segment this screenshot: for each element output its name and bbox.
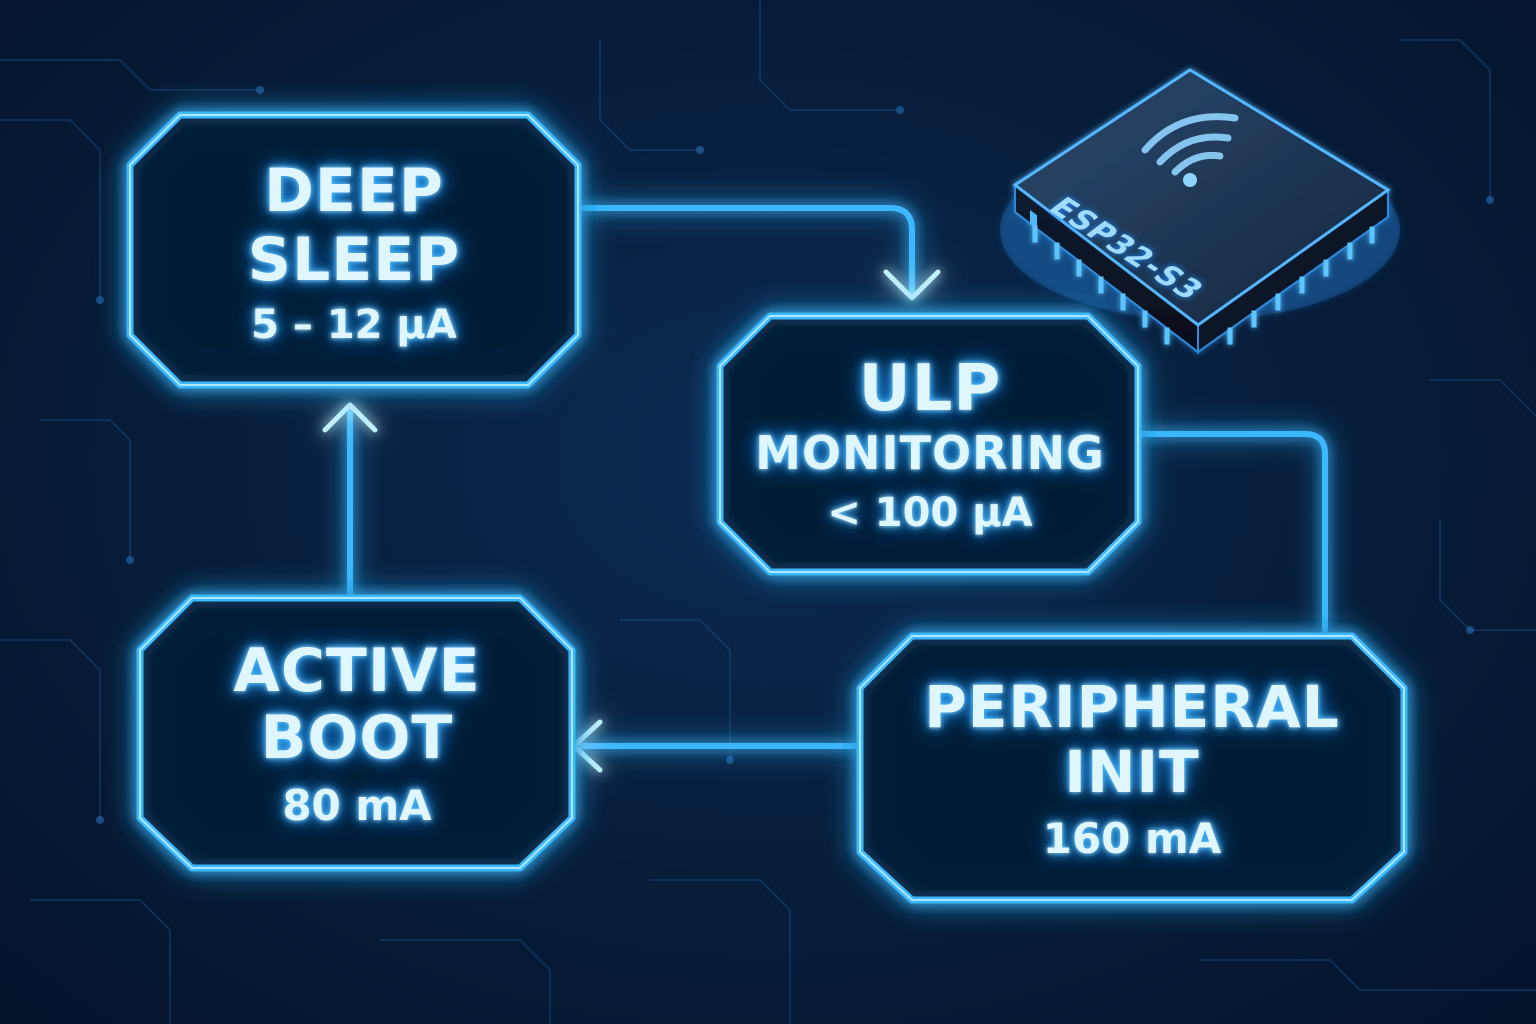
wifi-logo-icon [1141,113,1239,176]
node-deep-sleep: DEEP SLEEP 5 – 12 µA [140,130,568,375]
node-current-value: 5 – 12 µA [251,301,457,348]
connector-ulp-to-peripheral [1137,431,1328,633]
node-title-line-1: DEEP [264,155,444,226]
node-current-value: 160 mA [1042,813,1222,863]
arrowhead-up-icon [322,402,378,433]
node-title-line-2: SLEEP [247,224,461,295]
node-title-line-2: BOOT [260,702,454,773]
chip [1000,68,1400,355]
circuit-pads [96,86,1494,824]
node-peripheral-init: PERIPHERAL INIT 160 mA [870,650,1394,888]
arrowhead-down-icon [883,269,941,301]
node-frames-inner [129,114,1405,901]
node-title-line-2: MONITORING [755,426,1105,481]
node-current-value: < 100 µA [827,489,1033,536]
node-title-line-1: ACTIVE [233,635,481,706]
chip-top [1012,68,1391,327]
node-title-line-1: ULP [858,352,1002,427]
node-title-line-1: PERIPHERAL [924,673,1340,742]
connector-deep-sleep-to-ulp [575,205,915,299]
node-current-value: 80 mA [282,780,432,830]
node-active-boot: ACTIVE BOOT 80 mA [150,612,564,856]
chip-pins [1030,209,1037,230]
connectors [347,205,1328,749]
node-ulp-monitoring: ULP MONITORING < 100 µA [730,330,1130,560]
node-title-line-2: INIT [1064,737,1200,806]
